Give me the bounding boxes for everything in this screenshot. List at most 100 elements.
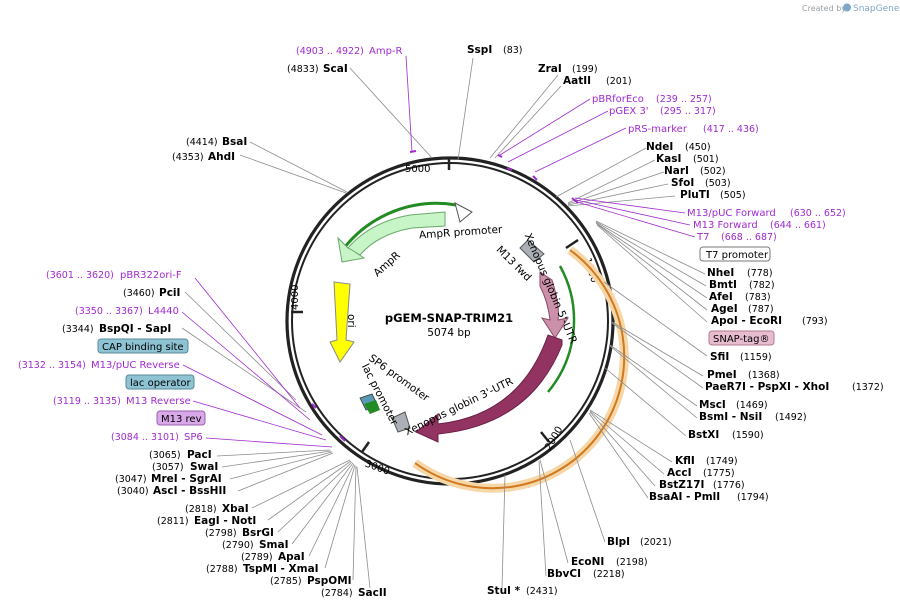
site-ecori: ApoI - EcoRI <box>711 315 782 327</box>
feature-pbrforeco-coord: (239 .. 257) <box>656 94 712 105</box>
site-bstz17i-coord: (1776) <box>713 480 745 491</box>
site-scai-coord: (4833) <box>287 64 319 75</box>
site-nhei: NheI <box>707 267 734 279</box>
site-bbvci: BbvCI <box>547 568 581 580</box>
site-acci: AccI <box>667 467 691 479</box>
site-bstz17i: BstZ17I <box>659 479 704 491</box>
left-callout-lines <box>181 67 433 589</box>
ampr-arrowhead <box>337 236 366 263</box>
ori-arrow <box>329 281 355 363</box>
site-bmti-coord: (782) <box>749 280 775 291</box>
snapgene-logo-icon <box>843 3 851 12</box>
feature-m13puc-forward-coord: (630 .. 652) <box>790 208 846 219</box>
plasmid-size: 5074 bp <box>427 327 471 339</box>
boxed-lac-operator: lac operator <box>130 378 191 389</box>
left-site-labels: (4833) ScaI (4414) BsaI (4353) AhdI (346… <box>62 63 387 599</box>
site-aatii: AatII <box>563 75 591 87</box>
feature-pbr322ori-f: pBR322ori-F <box>120 270 182 281</box>
feature-pgex3-coord: (295 .. 317) <box>660 106 716 117</box>
site-xmai: TspMI - XmaI <box>243 563 319 575</box>
lac-operator-box <box>125 374 195 390</box>
left-feature-labels: (4903 .. 4922) Amp-R (3601 .. 3620) pBR3… <box>18 46 403 443</box>
plasmid-name: pGEM-SNAP-TRIM21 <box>385 311 513 325</box>
site-sspi: SspI <box>467 44 492 56</box>
label-ampr-promoter: AmpR promoter <box>419 224 504 242</box>
site-bsshii: AscI - BssHII <box>153 485 226 497</box>
boxed-snap-tag: SNAP-tag® <box>713 334 769 345</box>
trim21-outline-arc <box>547 265 576 393</box>
site-agei: AgeI <box>711 303 738 315</box>
site-msci-coord: (1469) <box>736 400 768 411</box>
site-sgrai: MreI - SgrAI <box>151 473 222 485</box>
site-paci: PacI <box>187 449 212 461</box>
trim21-arrow <box>415 334 563 443</box>
site-pcii-coord: (3460) <box>123 288 155 299</box>
site-stui-coord: (2431) <box>526 586 558 597</box>
feature-pbr322ori-f-coord: (3601 .. 3620) <box>46 270 114 281</box>
ruler-label-5000: 5000 <box>405 164 430 175</box>
left-feature-ticks <box>311 150 417 442</box>
ampr-promoter-arrow <box>454 202 473 223</box>
feature-m13-reverse-coord: (3119 .. 3135) <box>53 396 121 407</box>
site-blpi-coord: (2021) <box>640 537 672 548</box>
site-sapi: BspQI - SapI <box>99 323 171 335</box>
site-bstxi-coord: (1590) <box>732 430 764 441</box>
feature-amp-r-coord: (4903 .. 4922) <box>296 46 364 57</box>
site-bsai: BsaI <box>222 136 247 148</box>
site-econi-coord: (2198) <box>616 557 648 568</box>
site-nhei-coord: (778) <box>747 268 773 279</box>
feature-m13-forward: M13 Forward <box>693 220 758 231</box>
boxed-t7-promoter: T7 promoter <box>705 250 769 261</box>
site-smai-coord: (2790) <box>222 540 254 551</box>
snap-tag-glow <box>412 246 629 493</box>
site-bstxi: BstXI <box>688 429 719 441</box>
site-sfii-coord: (1159) <box>740 352 772 363</box>
site-nsii-coord: (1492) <box>775 412 807 423</box>
site-bsrgi-coord: (2798) <box>205 528 237 539</box>
cap-box <box>97 338 189 354</box>
boxed-labels: T7 promoter SNAP-tag® CAP binding site l… <box>97 246 775 426</box>
site-kfli-coord: (1749) <box>706 456 738 467</box>
site-kasi-coord: (501) <box>693 154 719 165</box>
site-scai: ScaI <box>323 63 348 75</box>
site-ahdi: AhdI <box>208 151 235 163</box>
right-feature-ticks <box>497 154 579 204</box>
feature-pbrforeco: pBRforEco <box>592 94 644 105</box>
site-sacii-coord: (2784) <box>321 588 353 599</box>
boxed-m13-rev: M13 rev <box>161 414 202 425</box>
snap-tag-arc <box>414 249 626 490</box>
snap-tag-box <box>708 330 775 346</box>
site-pspomi-coord: (2785) <box>270 576 302 587</box>
site-aatii-coord: (201) <box>606 76 632 87</box>
ruler <box>291 158 579 453</box>
site-noti: EagI - NotI <box>194 515 256 527</box>
feature-prs-marker-coord: (417 .. 436) <box>703 124 759 135</box>
site-sgrai-coord: (3047) <box>115 474 147 485</box>
site-stui: StuI * <box>487 585 521 597</box>
left-feature-callout-lines <box>181 55 413 448</box>
site-xbai: XbaI <box>222 503 249 515</box>
site-sacii: SacII <box>358 587 387 599</box>
feature-m13puc-reverse: M13/pUC Reverse <box>91 360 180 371</box>
site-paci-coord: (3065) <box>149 450 181 461</box>
boxed-cap: CAP binding site <box>102 342 184 353</box>
feature-sp6: SP6 <box>184 432 203 443</box>
site-sfoi-coord: (503) <box>705 178 731 189</box>
feature-amp-r: Amp-R <box>369 46 403 57</box>
feature-pgex3: pGEX 3' <box>609 106 649 117</box>
site-pmli: BsaAI - PmlI <box>649 491 720 503</box>
sp6-promoter-arrow <box>391 411 411 433</box>
site-swai: SwaI <box>190 461 218 473</box>
feature-m13-forward-coord: (644 .. 661) <box>770 220 826 231</box>
site-xhoi-coord: (1372) <box>852 382 884 393</box>
site-nsii: BsmI - NsiI <box>699 411 762 423</box>
feature-m13puc-reverse-coord: (3132 .. 3154) <box>18 360 86 371</box>
ampr-outline-arc <box>342 201 457 249</box>
site-pcii: PciI <box>159 287 180 299</box>
m13-rev-box <box>156 410 206 426</box>
right-feature-labels: pBRforEco (239 .. 257) pGEX 3' (295 .. 3… <box>592 94 846 243</box>
site-msci: MscI <box>699 399 726 411</box>
site-zrai: ZraI <box>538 63 562 75</box>
feature-t7: T7 <box>696 232 709 243</box>
site-bsshii-coord: (3040) <box>117 486 149 497</box>
